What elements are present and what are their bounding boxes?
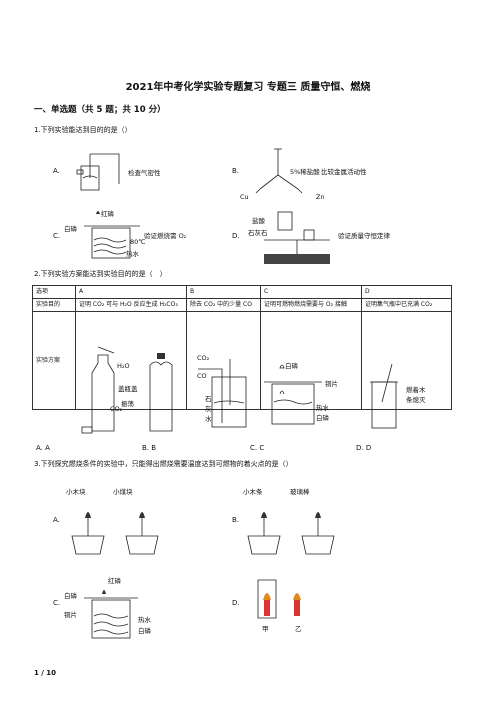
q1-option-c-letter: C. — [53, 232, 61, 240]
q3-option-a-letter: A. — [53, 516, 60, 524]
page-number: 1 / 10 — [34, 669, 57, 677]
q3-c-cu: 铜片 — [64, 611, 77, 619]
q3-b-lamps-image — [247, 512, 335, 555]
table-cell: 证明 CO₂ 可与 H₂O 反应生成 H₂CO₃ — [75, 298, 187, 313]
q3-option-c-letter: C. — [53, 599, 61, 607]
q2-choice-d: D. D — [356, 444, 372, 452]
q1-option-d-letter: D. — [232, 232, 240, 240]
q2-d-gasjar-image — [370, 363, 398, 429]
question-3-stem: 3.下列探究燃烧条件的实验中，只能得出燃烧需要温度达到可燃物的着火点的是（） — [34, 460, 293, 468]
q3-c-beaker-image — [84, 590, 138, 639]
table-cell: 证明集气瓶中已充满 CO₂ — [361, 298, 452, 313]
question-2-stem: 2.下列实验方案能达到实验目的的是（ ） — [34, 270, 167, 278]
q2-c-white: 白磷 — [285, 362, 298, 370]
q3-option-d-letter: D. — [232, 599, 240, 607]
q1-c-apparatus-image — [84, 211, 140, 259]
q3-d-yi: 乙 — [295, 625, 302, 633]
q3-d-candles-image — [257, 579, 301, 619]
q2-b-lime-1: 石 — [205, 395, 212, 403]
q3-c-hot: 热水 — [138, 616, 151, 624]
q2-c-hot: 热水 — [316, 404, 329, 412]
q2-a-bottles-image — [81, 346, 173, 434]
q1-a-apparatus-image — [76, 153, 120, 191]
q2-b-washbottle-image — [198, 359, 247, 428]
q2-a-co2: CO₂ — [110, 405, 123, 413]
q2-choice-c: C. C — [250, 444, 265, 452]
q2-a-cap: 盖瓶盖 — [118, 385, 138, 393]
q2-options-table: 选项 A B C D 实验目的 证明 CO₂ 可与 H₂O 反应生成 H₂CO₃… — [32, 284, 452, 411]
q3-c-white: 白磷 — [64, 592, 77, 600]
q2-d-label-1: 燃着木 — [406, 386, 426, 394]
q1-option-a-text: 检查气密性 — [128, 169, 161, 177]
table-cell-image-d — [361, 311, 452, 411]
q2-b-lime-2: 灰 — [205, 405, 212, 413]
q1-c-water-label: 热水 — [126, 250, 139, 258]
q2-b-co2: CO₂ — [197, 354, 210, 362]
table-header-cell: D — [361, 284, 452, 300]
q3-a-coal: 小煤块 — [113, 488, 133, 496]
q3-option-b-letter: B. — [232, 516, 240, 524]
q1-option-b-text: 比较金属活动性 — [321, 168, 367, 176]
q1-b-zn-label: Zn — [316, 193, 325, 201]
q1-c-white-label: 白磷 — [64, 225, 77, 233]
q1-d-balance-image — [264, 211, 330, 264]
q2-c-beaker-image — [264, 364, 322, 425]
q3-c-wp: 白磷 — [138, 627, 151, 635]
q1-option-a-letter: A. — [53, 167, 60, 175]
q2-c-cu: 铜片 — [325, 380, 338, 388]
q2-b-lime-3: 水 — [205, 415, 212, 423]
table-header-cell: C — [260, 284, 362, 300]
q1-b-apparatus-image — [255, 148, 303, 194]
q1-option-b-letter: B. — [232, 167, 240, 175]
section-heading: 一、单选题（共 5 题；共 10 分） — [34, 105, 166, 115]
table-cell: 证明可燃物燃烧需要与 O₂ 接触 — [260, 298, 362, 313]
table-header-cell: B — [186, 284, 261, 300]
q1-b-acid-label: 5%稀盐酸 — [290, 168, 320, 176]
table-header-row: 选项 A B C D — [32, 284, 452, 300]
q3-b-glass: 玻璃棒 — [290, 488, 310, 496]
q1-c-temp-label: 80℃ — [130, 238, 146, 246]
table-header-cell: 选项 — [32, 284, 76, 300]
table-header-cell: A — [75, 284, 187, 300]
q1-d-stone-label: 石灰石 — [248, 229, 268, 237]
q2-d-label-2: 条熄灭 — [406, 396, 426, 404]
q3-b-wood: 小木条 — [243, 488, 263, 496]
q1-d-acid-label: 盐酸 — [252, 217, 265, 225]
table-cell-image-a — [75, 311, 187, 411]
q2-choice-b: B. B — [142, 444, 157, 452]
q1-option-c-text: 验证燃烧需 O₂ — [144, 232, 187, 240]
q3-a-lamps-image — [71, 512, 159, 555]
table-cell: 除去 CO₂ 中的少量 CO — [186, 298, 261, 313]
table-row-label: 实验目的 — [32, 298, 76, 313]
q1-c-red-label: 红磷 — [101, 210, 114, 218]
q2-b-co: CO — [197, 372, 207, 380]
q3-a-wood: 小木块 — [66, 488, 86, 496]
q1-option-d-text: 验证质量守恒定律 — [338, 232, 390, 240]
q2-a-shake: 振荡 — [121, 400, 134, 408]
q2-a-h2o: H₂O — [117, 362, 130, 370]
question-1-stem: 1.下列实验能达到目的的是（） — [34, 126, 132, 134]
q3-d-jia: 甲 — [262, 625, 269, 633]
q3-c-red: 红磷 — [108, 577, 121, 585]
table-row: 实验目的 证明 CO₂ 可与 H₂O 反应生成 H₂CO₃ 除去 CO₂ 中的少… — [32, 298, 452, 313]
q2-c-wp: 白磷 — [316, 414, 329, 422]
page-title: 2021年中考化学实验专题复习 专题三 质量守恒、燃烧 — [125, 82, 371, 93]
q1-b-cu-label: Cu — [240, 193, 249, 201]
table-row: 实验方案 — [32, 311, 452, 411]
table-cell-image-c — [260, 311, 362, 411]
table-row-label: 实验方案 — [32, 311, 76, 411]
q2-choice-a: A. A — [36, 444, 50, 452]
